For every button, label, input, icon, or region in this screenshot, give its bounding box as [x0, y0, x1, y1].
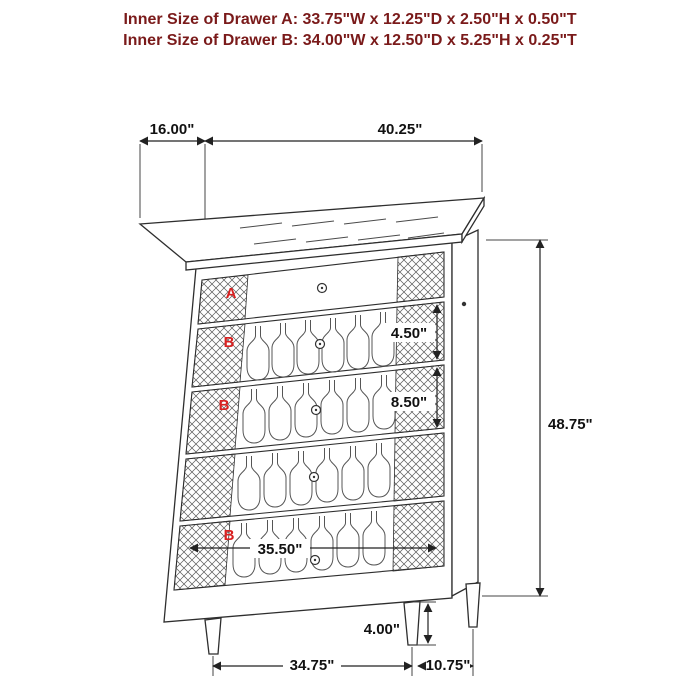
- drawer-knob: [310, 404, 322, 416]
- chest-drawing: A B: [138, 195, 486, 655]
- label-background: [383, 323, 435, 342]
- drawer-knob: [308, 471, 320, 483]
- front-right-leg: [403, 600, 421, 646]
- top-depth-label: 16.00": [150, 121, 195, 138]
- label-background: [426, 658, 470, 674]
- legs: [204, 582, 481, 655]
- top-panel-right-edge: [461, 195, 485, 245]
- label-background: [383, 392, 435, 411]
- drawer-a-left-lattice: [197, 274, 249, 325]
- side-panel: [451, 228, 479, 598]
- drawer-b2-letter: B: [219, 397, 230, 414]
- drawer-b2-left-lattice: [185, 386, 241, 455]
- drawer-b3-left-lattice: [179, 453, 236, 522]
- drawer-b4-letter: B: [224, 527, 235, 544]
- top-dimensions: 16.00" 40.25": [139, 121, 483, 254]
- drawer-b4-left-lattice: [173, 520, 231, 591]
- back-right-leg: [465, 582, 481, 628]
- drawer-a: A: [197, 251, 445, 325]
- base-width-label: 34.75": [290, 657, 335, 674]
- height-dimension: 48.75": [482, 239, 593, 597]
- drawer-knob: [316, 282, 328, 294]
- drawer-b2: B: [185, 364, 445, 455]
- top-width-label: 40.25": [378, 121, 423, 138]
- base-dimensions: 34.75" 10.75": [212, 629, 474, 676]
- label-background: [250, 539, 310, 558]
- side-pin: [461, 301, 467, 307]
- upper-drawer-height-label: 4.50": [391, 325, 427, 342]
- title-line-1: Inner Size of Drawer A: 33.75"W x 12.25"…: [123, 11, 576, 28]
- overall-height-label: 48.75": [548, 416, 593, 433]
- base-depth-label: 10.75": [426, 657, 471, 674]
- leg-height-dimension: 4.00": [364, 601, 436, 646]
- title-line-2: Inner Size of Drawer B: 34.00"W x 12.50"…: [123, 32, 577, 49]
- drawer-b4-right-lattice: [392, 500, 445, 572]
- lower-drawer-height-label: 8.50": [391, 394, 427, 411]
- top-grain-marks: [239, 216, 445, 245]
- header: Inner Size of Drawer A: 33.75"W x 12.25"…: [123, 11, 577, 49]
- drawer-b1-left-lattice: [191, 323, 246, 388]
- drawer-a-right-lattice: [396, 251, 445, 303]
- leg-height-label: 4.00": [364, 621, 400, 638]
- drawer-b3-right-lattice: [393, 432, 445, 502]
- drawer-b1-letter: B: [224, 334, 235, 351]
- label-background: [283, 657, 341, 674]
- drawer-knob: [314, 338, 326, 350]
- front-left-leg: [204, 617, 222, 655]
- drawer-a-letter: A: [226, 285, 237, 302]
- drawer-height-dimensions: 4.50" 8.50" 35.50": [189, 304, 442, 558]
- drawer-b3: [179, 432, 445, 522]
- drawer-knob: [309, 554, 321, 566]
- drawer-inner-width-label: 35.50": [258, 541, 303, 558]
